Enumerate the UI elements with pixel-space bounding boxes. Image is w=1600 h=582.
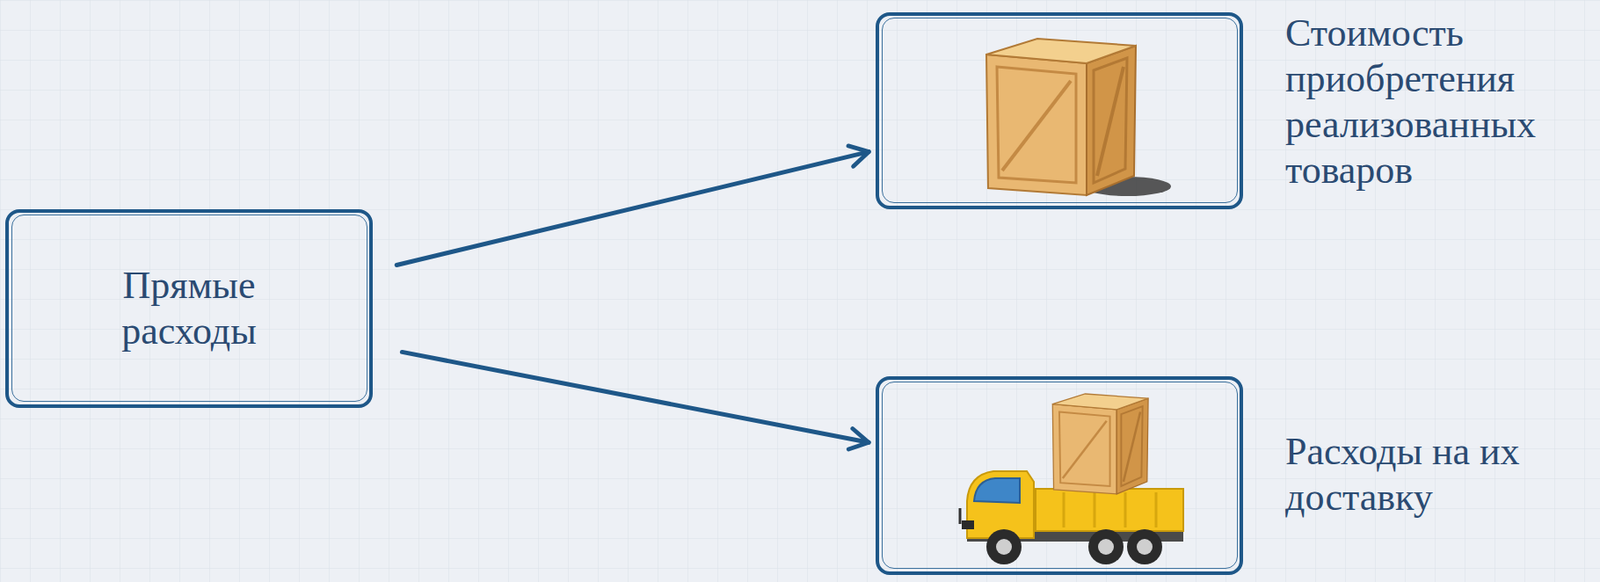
truck-bed-rib [1062,492,1066,528]
truck-cab [967,471,1034,539]
truck-bed-rib [1124,492,1128,528]
rounded-box: Прямые расходы [5,209,373,408]
arrow-connector [401,351,869,443]
truck-hubcap [996,538,1012,555]
box-caption: Расходы на их доставку [1285,429,1593,521]
truck-bed-rib [1155,492,1158,528]
truck-bed [1035,488,1184,531]
truck-illustration [960,393,1184,565]
truck-mirror [959,508,962,524]
rounded-box: Стоимость приобретения реализованных тов… [875,12,1244,210]
sketch-outline [881,381,1238,569]
box-caption: Стоимость приобретения реализованных тов… [1285,10,1593,194]
sketch-outline [881,17,1238,204]
rounded-box: Расходы на их доставку [875,376,1244,575]
truck-wheel [1088,529,1124,565]
box-label: Прямые расходы [92,262,286,355]
truck-bed-rib [1093,492,1097,528]
truck-wheel [1127,529,1163,565]
arrow-connector [396,152,869,266]
crate-illustration [986,38,1136,196]
crate-illustration [1052,393,1149,495]
truck-hubcap [1098,538,1114,555]
sketch-outline [11,214,368,402]
truck-bumper [961,520,975,530]
truck-wheel [986,529,1022,565]
truck-hubcap [1136,538,1153,555]
truck-window [974,478,1020,503]
